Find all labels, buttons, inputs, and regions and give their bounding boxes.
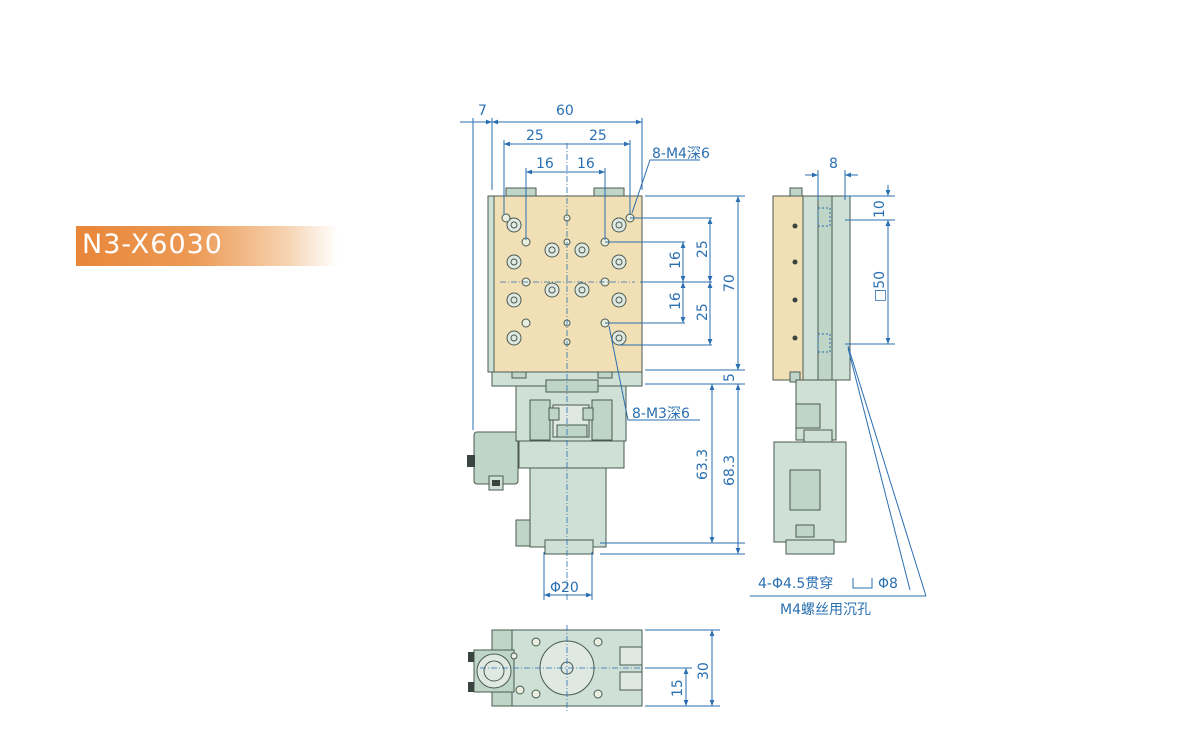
callout-thru-hole: 4-Φ4.5贯穿 <box>758 576 833 592</box>
dim-25-upper: 25 <box>695 240 711 258</box>
model-tag: N3-X6030 <box>76 226 338 266</box>
callout-m4-screw: M4螺丝用沉孔 <box>780 602 871 618</box>
callout-counterbore: Φ8 <box>878 576 898 592</box>
bottom-view: 30 15 <box>468 625 720 712</box>
dim-15: 15 <box>670 679 686 697</box>
dim-25-left: 25 <box>526 128 544 144</box>
dim-8: 8 <box>829 156 838 172</box>
dim-70: 70 <box>722 274 738 292</box>
dim-50: □50 <box>872 271 888 302</box>
dim-16-lower: 16 <box>668 292 684 310</box>
dim-10: 10 <box>872 200 888 218</box>
dim-25-lower: 25 <box>695 303 711 321</box>
dim-16-right: 16 <box>577 156 595 172</box>
dim-16-upper: 16 <box>668 251 684 269</box>
dim-5: 5 <box>722 373 738 382</box>
dim-7: 7 <box>478 103 487 119</box>
dim-25-right: 25 <box>589 128 607 144</box>
dim-63-3: 63.3 <box>695 449 711 480</box>
model-label: N3-X6030 <box>82 229 223 260</box>
dim-16-left: 16 <box>536 156 554 172</box>
callout-m4: 8-M4深6 <box>652 146 710 162</box>
dim-30: 30 <box>696 662 712 680</box>
dim-68-3: 68.3 <box>722 455 738 486</box>
front-view: 7 60 25 25 16 16 8-M4深6 8-M3深6 Φ20 16 25… <box>460 103 745 600</box>
dim-60: 60 <box>556 103 574 119</box>
side-view: 8 10 □50 4-Φ4.5贯穿 Φ8 M4螺丝用沉孔 <box>750 156 927 618</box>
dim-phi20: Φ20 <box>550 580 579 596</box>
callout-m3: 8-M3深6 <box>632 406 690 422</box>
